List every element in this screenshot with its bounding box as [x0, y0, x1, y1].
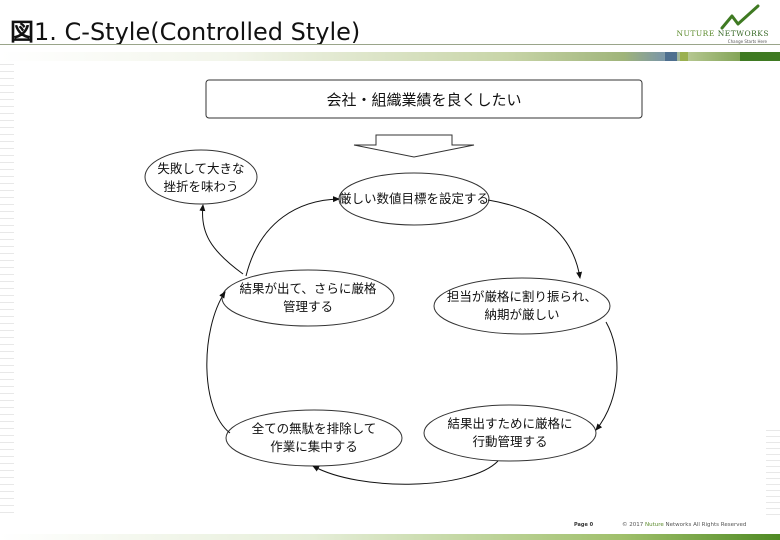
node-assign-strict: 担当が厳格に割り振られ、 納期が厳しい: [433, 277, 611, 335]
logo-tagline: Change Starts Here: [727, 39, 767, 44]
copyright-c: Networks All Rights Reserved: [663, 522, 747, 528]
node-failure: 失敗して大きな 挫折を味わう: [144, 149, 258, 205]
logo-name-a: NUTURE: [676, 29, 715, 38]
logo-name-b: NETWORKS: [717, 29, 769, 38]
goal-text: 会社・組織業績を良くしたい: [326, 91, 521, 109]
copyright-b: Nuture: [645, 522, 664, 528]
stripe-block: [680, 52, 688, 61]
node-set-targets: 厳しい数値目標を設定する: [338, 172, 490, 226]
title-prefix: 図: [10, 18, 34, 46]
logo-name: NUTURE NETWORKS: [676, 29, 769, 38]
node-text: 行動管理する: [472, 434, 547, 449]
copyright: © 2017 Nuture Networks All Rights Reserv…: [622, 522, 746, 528]
node-text: 結果が出て、さらに厳格: [240, 281, 377, 296]
right-ruler-decoration: [766, 430, 780, 520]
node-text: 結果出すために厳格に: [447, 416, 572, 431]
stripe-block: [665, 52, 677, 61]
stripe-block: [740, 52, 780, 61]
node-eliminate-waste: 全ての無駄を排除して 作業に集中する: [225, 409, 403, 467]
footer-stripe: [0, 534, 780, 540]
node-text: 挫折を味わう: [163, 179, 238, 194]
arrow-eliminate-to-stricter: [206, 291, 231, 434]
node-text: 厳しい数値目標を設定する: [339, 191, 489, 206]
page-number: Page 0: [574, 522, 594, 528]
node-text: 失敗して大きな: [157, 161, 244, 176]
left-ruler-decoration: [0, 64, 14, 514]
header-divider: [0, 44, 780, 45]
node-stricter-control: 結果が出て、さらに厳格 管理する: [221, 269, 395, 327]
checkmark-logo-icon: [720, 4, 760, 30]
arrow-stricter-to-failure: [199, 204, 244, 275]
company-logo: NUTURE NETWORKS Change Starts Here: [660, 4, 775, 44]
node-text: 全ての無駄を排除して: [252, 421, 377, 436]
node-text: 担当が厳格に割り振られ、: [447, 289, 597, 304]
node-text: 管理する: [283, 299, 333, 314]
node-text: 納期が厳しい: [484, 307, 559, 322]
header-stripe: [0, 52, 780, 61]
arrow-targets-to-assign: [487, 199, 583, 279]
arrow-stricter-to-targets: [245, 196, 340, 277]
arrow-manage-to-eliminate: [312, 460, 499, 485]
copyright-a: © 2017: [622, 522, 645, 528]
arrow-assign-to-manage: [595, 321, 618, 431]
node-text: 作業に集中する: [270, 439, 358, 454]
node-manage-actions: 結果出すために厳格に 行動管理する: [423, 404, 597, 462]
goal-box: 会社・組織業績を良くしたい: [205, 79, 643, 119]
slide-title: 図1. C-Style(Controlled Style): [10, 12, 360, 47]
title-text: 1. C-Style(Controlled Style): [34, 18, 361, 46]
down-arrow-icon: [353, 134, 475, 158]
